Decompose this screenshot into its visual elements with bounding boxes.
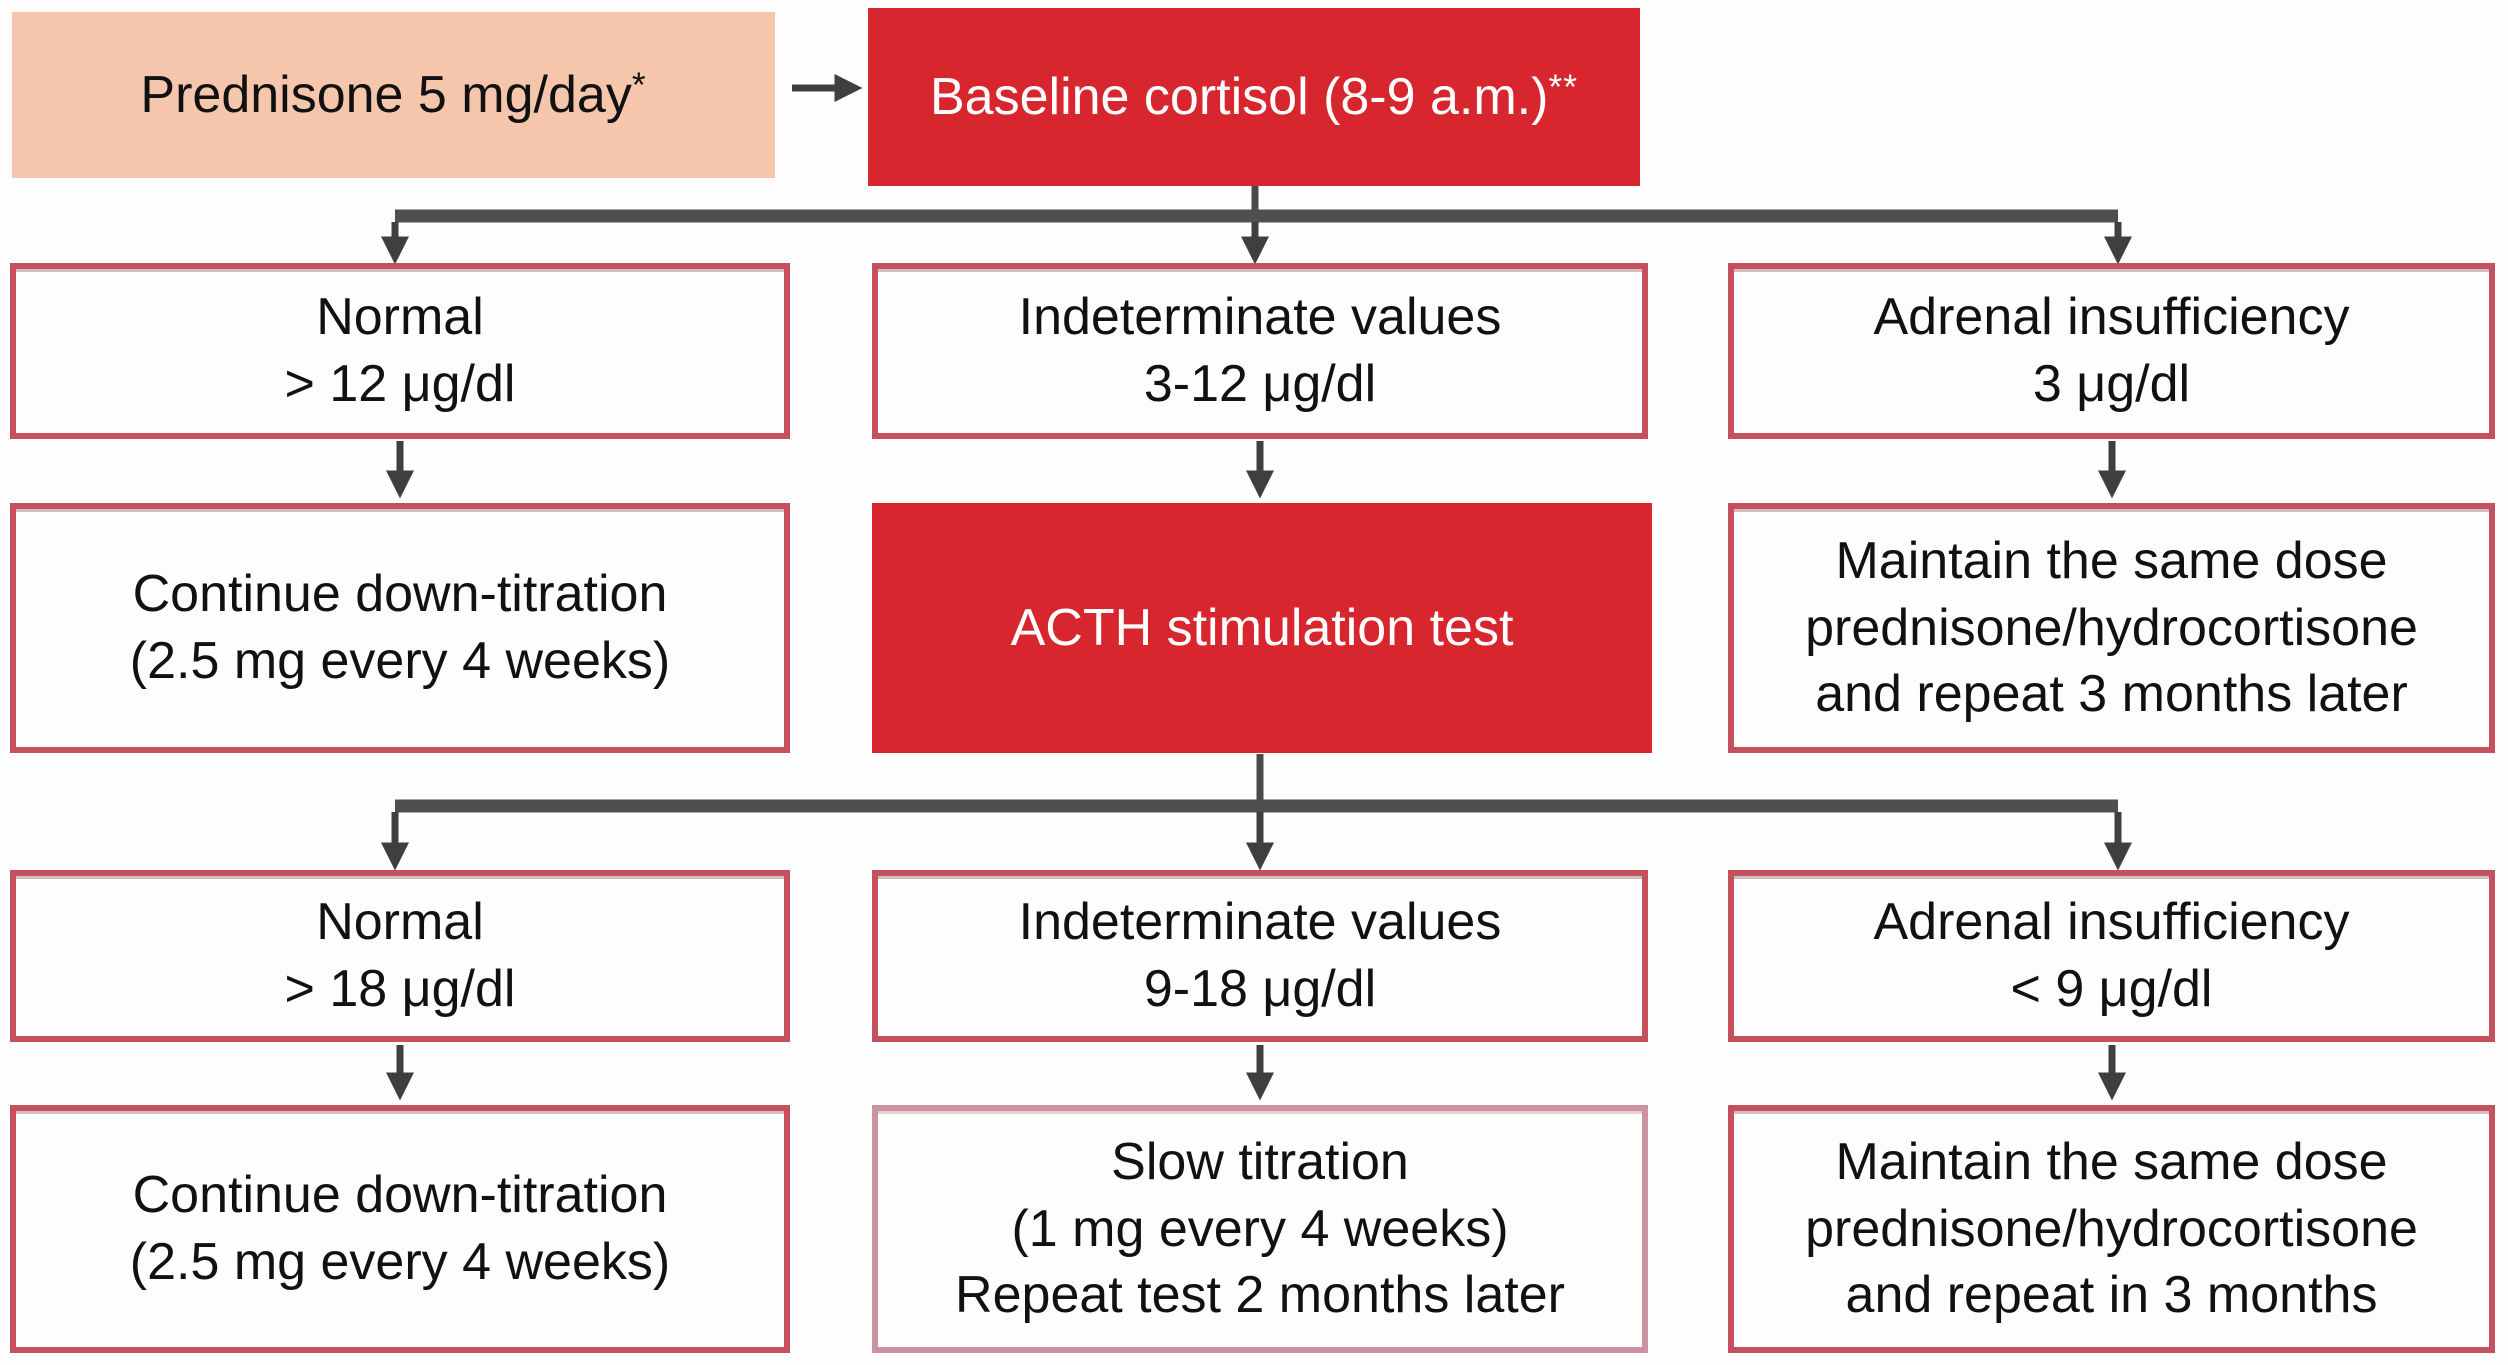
node-text-line: Slow titration — [1111, 1133, 1409, 1192]
node-text-line: Maintain the same dose — [1835, 1133, 2388, 1192]
node-text-line: prednisone/hydrocortisone — [1805, 598, 2418, 657]
node-text-line: Maintain the same dose — [1835, 532, 2388, 591]
node-text-line: Indeterminate values — [1018, 288, 1502, 347]
node-indeterminate-acth: Indeterminate values 9-18 μg/dl — [872, 870, 1648, 1042]
node-text-line: (1 mg every 4 weeks) — [1011, 1199, 1509, 1258]
node-maintain-dose-2: Maintain the same dose prednisone/hydroc… — [1728, 1105, 2495, 1353]
node-continue-down-titration-1: Continue down-titration (2.5 mg every 4 … — [10, 503, 790, 753]
node-text-line: 3 μg/dl — [2032, 355, 2191, 413]
node-text-line: 9-18 μg/dl — [1143, 960, 1377, 1018]
node-text-line: Repeat test 2 months later — [955, 1266, 1565, 1325]
start-label: Prednisone 5 mg/day — [140, 65, 632, 124]
baseline-label: Baseline cortisol (8-9 a.m.) — [930, 67, 1549, 126]
node-text-line: Indeterminate values — [1018, 893, 1502, 952]
node-adrenal-insufficiency-acth: Adrenal insufficiency < 9 μg/dl — [1728, 870, 2495, 1042]
node-text-line: (2.5 mg every 4 weeks) — [129, 632, 671, 690]
node-prednisone-start: Prednisone 5 mg/day* — [12, 12, 775, 178]
node-text-line: Continue down-titration — [132, 1166, 668, 1225]
node-text-line: Normal — [316, 288, 484, 347]
node-text-line: 3-12 μg/dl — [1143, 355, 1377, 413]
node-text-line: and repeat 3 months later — [1815, 665, 2408, 724]
node-acth-stimulation-test: ACTH stimulation test — [872, 503, 1652, 753]
node-text-line: Continue down-titration — [132, 565, 668, 624]
baseline-superscript: ** — [1548, 67, 1578, 107]
node-text-line: > 12 μg/dl — [284, 355, 516, 413]
node-text-line: ACTH stimulation test — [1010, 598, 1514, 657]
node-indeterminate-baseline: Indeterminate values 3-12 μg/dl — [872, 263, 1648, 439]
node-text-line: > 18 μg/dl — [284, 960, 516, 1018]
node-text-line: prednisone/hydrocortisone — [1805, 1199, 2418, 1258]
node-text-line: Adrenal insufficiency — [1873, 288, 2350, 347]
node-normal-acth: Normal > 18 μg/dl — [10, 870, 790, 1042]
node-continue-down-titration-2: Continue down-titration (2.5 mg every 4 … — [10, 1105, 790, 1353]
node-text-line: Adrenal insufficiency — [1873, 893, 2350, 952]
node-text-line: and repeat in 3 months — [1845, 1266, 2378, 1325]
node-text-line: Prednisone 5 mg/day* — [26, 62, 761, 129]
node-text-line: (2.5 mg every 4 weeks) — [129, 1233, 671, 1291]
node-text-line: Normal — [316, 893, 484, 952]
start-superscript: * — [631, 65, 647, 105]
node-maintain-dose-1: Maintain the same dose prednisone/hydroc… — [1728, 503, 2495, 753]
node-text-line: Baseline cortisol (8-9 a.m.)** — [882, 64, 1626, 131]
node-adrenal-insufficiency-baseline: Adrenal insufficiency 3 μg/dl — [1728, 263, 2495, 439]
node-text-line: < 9 μg/dl — [2010, 960, 2213, 1018]
node-slow-titration: Slow titration (1 mg every 4 weeks) Repe… — [872, 1105, 1648, 1353]
node-baseline-cortisol: Baseline cortisol (8-9 a.m.)** — [868, 8, 1640, 186]
node-normal-baseline: Normal > 12 μg/dl — [10, 263, 790, 439]
